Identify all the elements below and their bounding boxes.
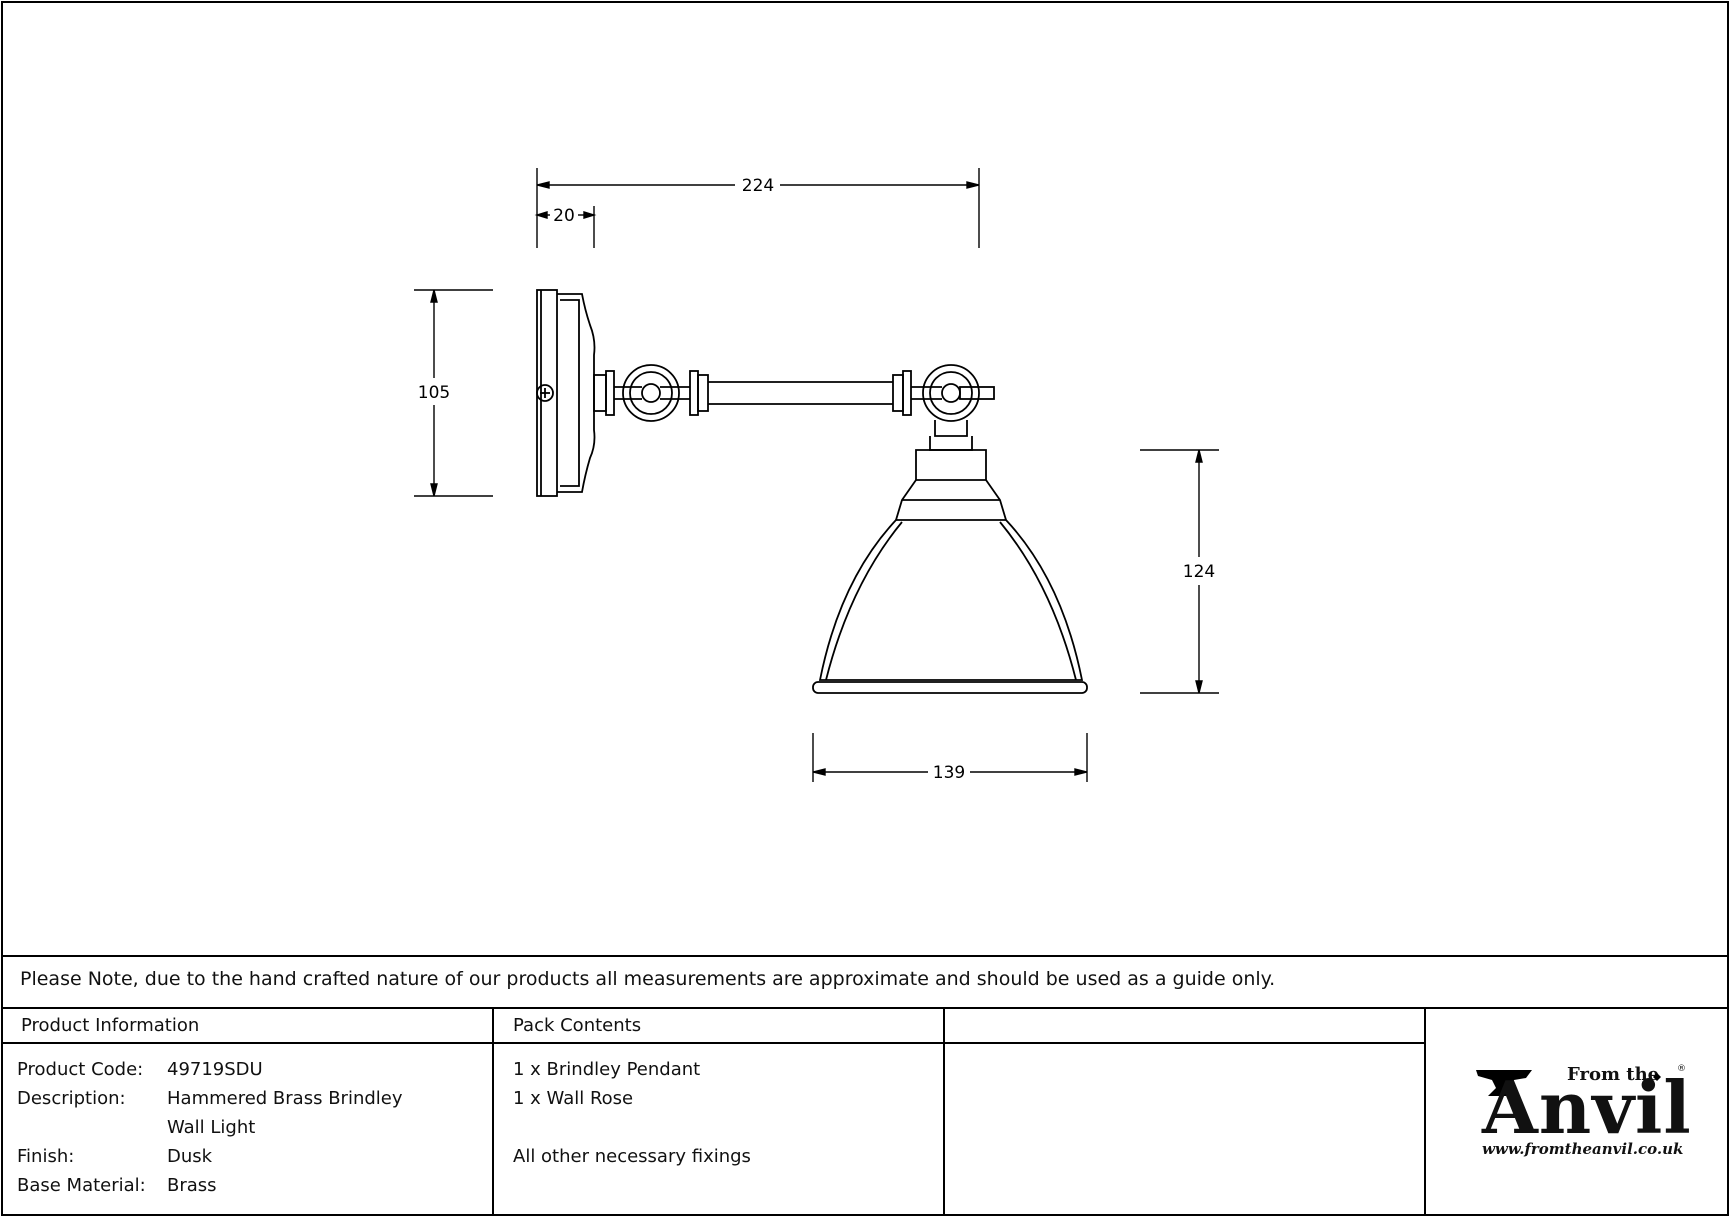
disclaimer-note: Please Note, due to the hand crafted nat… — [20, 968, 1276, 990]
brand-logo: From the ® Anvil www.fromtheanvil.co.uk — [1472, 1060, 1692, 1170]
base-material-value: Brass — [167, 1175, 217, 1196]
finish-label: Finish: — [17, 1146, 75, 1167]
logo-url: www.fromtheanvil.co.uk — [1482, 1140, 1684, 1158]
logo-from-the: From the — [1567, 1064, 1660, 1085]
dim-shade-diameter: 139 — [933, 763, 965, 783]
finish-value: Dusk — [167, 1146, 213, 1167]
anvil-icon — [1476, 1070, 1532, 1096]
dim-backplate-depth: 20 — [553, 206, 575, 226]
base-material-label: Base Material: — [17, 1175, 146, 1196]
dim-backplate-height: 105 — [418, 383, 450, 403]
product-info-header: Product Information — [21, 1015, 200, 1036]
pack-item: 1 x Brindley Pendant — [513, 1059, 701, 1080]
product-code-label: Product Code: — [17, 1059, 144, 1080]
description-value: Hammered Brass Brindley — [167, 1088, 403, 1109]
logo-name: Anvil — [1482, 1065, 1692, 1150]
pack-item: 1 x Wall Rose — [513, 1088, 634, 1109]
description-label: Description: — [17, 1088, 126, 1109]
product-code-value: 49719SDU — [167, 1059, 263, 1080]
wall-light-drawing — [536, 289, 1088, 694]
diamond-icon — [1653, 1073, 1661, 1081]
dim-shade-height: 124 — [1183, 562, 1215, 582]
description-value-line2: Wall Light — [167, 1117, 256, 1138]
pack-contents-header: Pack Contents — [513, 1015, 642, 1036]
dim-overall-width: 224 — [742, 176, 774, 196]
registered-mark: ® — [1677, 1064, 1686, 1074]
pack-item: All other necessary fixings — [513, 1146, 751, 1167]
